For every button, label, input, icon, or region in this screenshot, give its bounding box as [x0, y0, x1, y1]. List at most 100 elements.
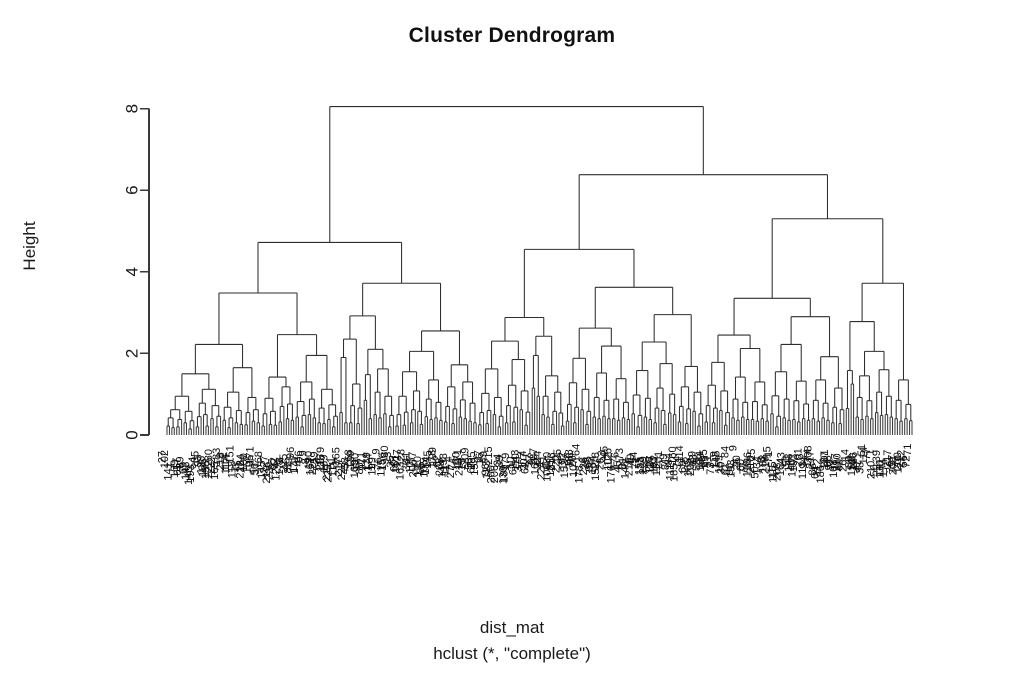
leaf-label: 165: [682, 459, 694, 477]
leaf-label: 122: [206, 457, 218, 475]
leaf-label: 199: [366, 457, 378, 475]
leaf-label: 193: [185, 464, 197, 482]
leaf-label: 54: [641, 460, 653, 472]
leaf-label: 202: [685, 458, 697, 476]
leaf-label: 17: [413, 465, 425, 477]
leaf-label: 79: [298, 450, 310, 462]
leaf-label: 217: [882, 450, 894, 468]
leaf-label: 77: [886, 455, 898, 467]
leaf-label: 92: [584, 459, 596, 471]
leaf-label: 164: [570, 444, 582, 462]
leaf-label: 51: [702, 455, 714, 467]
leaf-label: 140: [787, 459, 799, 477]
leaf-label: 169: [169, 460, 181, 478]
leaf-label: 53: [464, 457, 476, 469]
leaf-label: 160: [450, 452, 462, 470]
leaf-label: 27: [473, 450, 485, 462]
leaf-label: 220: [551, 455, 563, 473]
leaf-label: 62: [507, 463, 519, 475]
leaf-label: 47: [852, 460, 864, 472]
leaf-label: 117: [220, 457, 232, 475]
leaf-label: 35: [385, 455, 397, 467]
leaf-label: 138: [438, 453, 450, 471]
dendrogram-tree: [166, 106, 913, 435]
leaf-label: 123: [481, 461, 493, 479]
leaf-label: 34: [492, 454, 504, 466]
leaf-label: 92: [268, 457, 280, 469]
leaf-label: 188: [197, 459, 209, 477]
leaf-label: 152: [590, 463, 602, 481]
leaf-label: 80: [203, 449, 215, 461]
leaf-label: 167: [304, 457, 316, 475]
leaf-label: 20: [567, 455, 579, 467]
leaf-label: 106: [541, 464, 553, 482]
leaf-label: 81: [617, 457, 629, 469]
leaf-label: 175: [422, 450, 434, 468]
leaf-label: 92: [556, 452, 568, 464]
leaf-label: 77: [407, 452, 419, 464]
leaf-label: 146: [619, 461, 631, 479]
leaf-label: 198: [200, 461, 212, 479]
leaf-label: 3: [230, 463, 242, 469]
leaf-label: 107: [404, 455, 416, 473]
leaf-label: 152: [242, 455, 254, 473]
leaf-label: 1: [366, 465, 378, 471]
leaf-label: 148: [180, 462, 192, 480]
y-axis-tick-label: 4: [123, 267, 142, 276]
leaf-label: 171: [452, 449, 464, 467]
leaf-label: 58: [339, 457, 351, 469]
leaf-label: 217: [333, 458, 345, 476]
leaf-label: 201: [819, 449, 831, 467]
leaf-label: 182: [758, 455, 770, 473]
leaf-label: 36: [885, 461, 897, 473]
leaf-label: 145: [256, 461, 268, 479]
leaf-label: 4: [293, 460, 305, 466]
leaf-label: 218: [759, 456, 771, 474]
leaf-label: 137: [288, 454, 300, 472]
leaf-label: 38: [854, 462, 866, 474]
x-axis-sublabel: hclust (*, "complete"): [433, 644, 591, 663]
leaf-labels: 2710214171691765896914814619354859312818…: [157, 444, 914, 485]
leaf-label: 159: [469, 457, 481, 475]
leaf-label: 26: [731, 458, 743, 470]
leaf-label: 80: [379, 445, 391, 457]
leaf-label: 93: [648, 456, 660, 468]
leaf-label: 127: [391, 449, 403, 467]
leaf-label: 84: [719, 446, 731, 458]
leaf-label: 145: [711, 451, 723, 469]
leaf-label: 62: [431, 455, 443, 467]
leaf-label: 68: [822, 455, 834, 467]
leaf-label: 39: [871, 450, 883, 462]
leaf-label: 208: [802, 446, 814, 464]
leaf-label: 225: [322, 464, 334, 482]
leaf-label: 179: [315, 447, 327, 465]
leaf-label: 31: [780, 457, 792, 469]
leaf-label: 146: [183, 467, 195, 485]
leaf-label: 174: [878, 459, 890, 477]
leaf-label: 170: [892, 455, 904, 473]
leaf-label: 85: [415, 461, 427, 473]
leaf-label: 89: [494, 455, 506, 467]
leaf-label: 77: [861, 448, 873, 460]
leaf-label: 9: [727, 445, 739, 451]
leaf-label: 90: [724, 463, 736, 475]
leaf-label: 228: [578, 457, 590, 475]
leaf-label: 37: [512, 460, 524, 472]
leaf-label: 48: [564, 453, 576, 465]
leaf-label: 165: [349, 460, 361, 478]
leaf-label: 82: [282, 461, 294, 473]
leaf-label: 107: [557, 452, 569, 470]
leaf-label: 151: [390, 455, 402, 473]
leaf-label: 222: [203, 460, 215, 478]
leaf-label: 127: [644, 455, 656, 473]
leaf-label: 37: [250, 463, 262, 475]
leaf-label: 169: [319, 455, 331, 473]
leaf-label: 151: [846, 458, 858, 476]
leaf-label: 102: [603, 452, 615, 470]
leaf-label: 174: [802, 449, 814, 467]
leaf-label: 144: [436, 460, 448, 478]
leaf-label: 97: [357, 458, 369, 470]
leaf-label: 20: [731, 455, 743, 467]
y-axis-tick-label: 0: [123, 430, 142, 439]
